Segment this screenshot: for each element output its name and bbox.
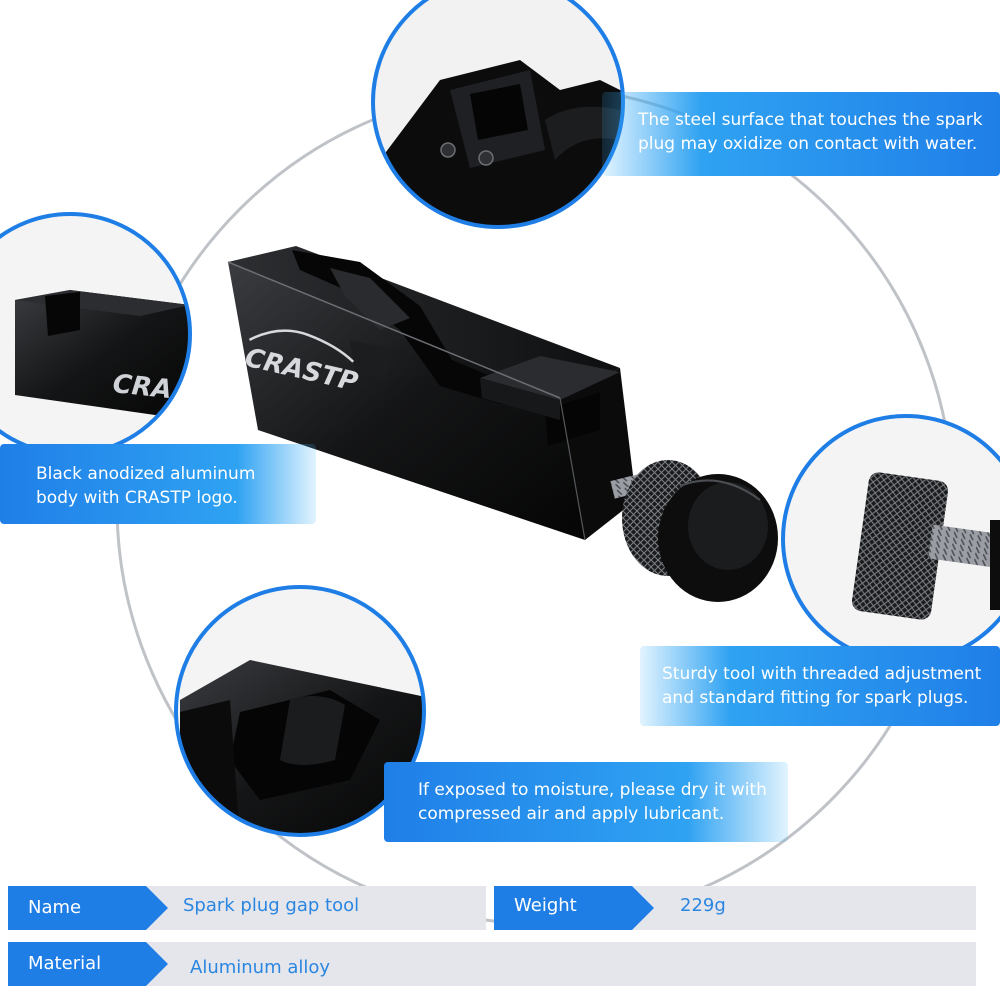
svg-text:CRA: CRA [111, 369, 173, 405]
callout-body-line1: Black anodized aluminum [36, 464, 256, 484]
callout-steel-surface-line1: The steel surface that touches the spark [638, 110, 983, 130]
detail-circle-steel-surface [371, 0, 625, 229]
spec-row-material-bg [8, 942, 976, 986]
detail-circle-body: CRA [0, 212, 192, 456]
spec-label-material-arrow [8, 942, 168, 986]
callout-moisture-line1: If exposed to moisture, please dry it wi… [418, 780, 767, 800]
callout-moisture-line2: compressed air and apply lubricant. [418, 804, 725, 824]
callout-adjustment: Sturdy tool with threaded adjustment and… [640, 646, 1000, 726]
detail-circle-moisture [174, 585, 426, 837]
callout-adjustment-line2: and standard fitting for spark plugs. [662, 688, 969, 708]
logo-car-silhouette-icon [248, 329, 355, 363]
callout-adjustment-line1: Sturdy tool with threaded adjustment [662, 664, 982, 684]
callout-body: Black anodized aluminum body with CRASTP… [0, 444, 316, 524]
callout-body-line2: body with CRASTP logo. [36, 488, 238, 508]
spec-table [8, 886, 976, 986]
knurled-knob-icon [622, 460, 778, 602]
callout-steel-surface-line2: plug may oxidize on contact with water. [638, 134, 978, 154]
spec-label-weight-arrow [494, 886, 654, 930]
spec-material-value: Aluminum alloy [190, 957, 331, 978]
spec-name-label: Name [28, 897, 82, 918]
callout-steel-surface: The steel surface that touches the spark… [602, 92, 1000, 176]
spec-weight-value: 229g [680, 895, 726, 916]
detail-circle-adjustment [781, 414, 1000, 664]
spec-material-label: Material [28, 953, 102, 974]
main-product-image: CRASTP [227, 246, 778, 602]
spec-weight-label: Weight [514, 895, 577, 916]
spec-name-value: Spark plug gap tool [183, 895, 360, 916]
spec-label-name-arrow [8, 886, 168, 930]
callout-moisture: If exposed to moisture, please dry it wi… [384, 762, 788, 842]
